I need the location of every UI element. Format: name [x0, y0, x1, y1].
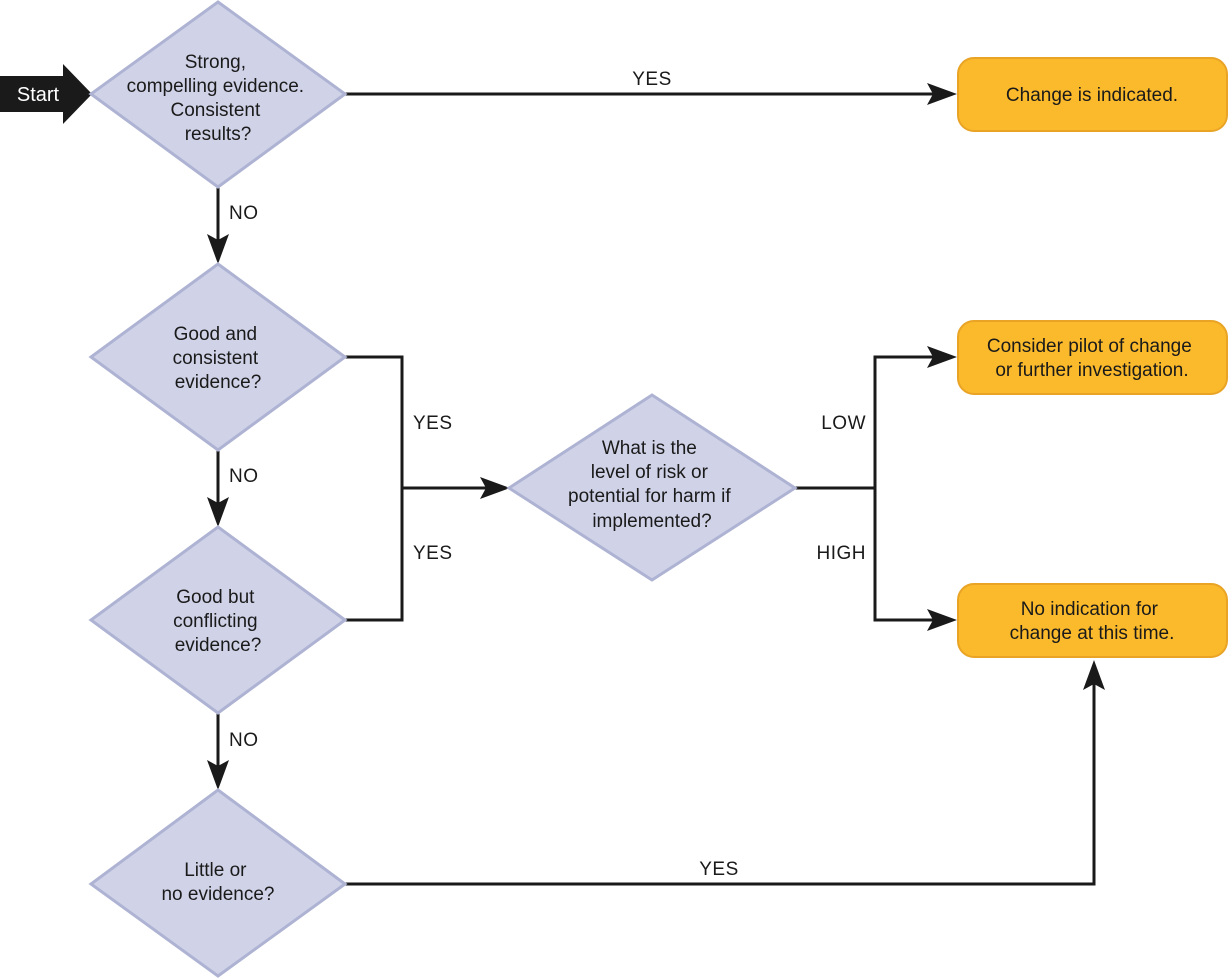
outcome-label: No indication for change at this time.: [1010, 599, 1175, 644]
decision-good-conflicting: Good but conflicting evidence?: [88, 525, 348, 715]
outcome-change-indicated: Change is indicated.: [957, 57, 1228, 132]
arrowhead-no-change-up: [1083, 660, 1105, 690]
arrowhead-good-conflicting: [207, 497, 229, 527]
arrowhead-no-change: [927, 609, 957, 631]
connector-good-to-risk-bracket: [345, 355, 404, 622]
label-line: evidence?: [175, 635, 262, 656]
label-line: potential for harm if: [568, 486, 731, 507]
label-line: Strong,: [185, 52, 246, 73]
label-line: Consistent: [170, 100, 260, 121]
connector-little-to-no-change: [345, 682, 1096, 886]
outcome-box: [957, 583, 1228, 658]
start-marker: Start: [0, 64, 92, 124]
edge-label-good-conflicting-yes: YES: [413, 543, 453, 564]
decision-label: Little or no evidence?: [161, 860, 274, 905]
outcome-box: [957, 57, 1228, 132]
label-line: level of risk or: [591, 462, 709, 483]
arrowhead-little: [207, 760, 229, 790]
label-line: evidence?: [175, 372, 262, 393]
label-line: or further investigation.: [995, 360, 1188, 381]
decision-label: What is the level of risk or potential f…: [568, 438, 736, 532]
start-label: Start: [17, 84, 60, 106]
arrowhead-risk: [480, 477, 510, 499]
connectors: [207, 83, 1105, 886]
label-line: No indication for: [1021, 599, 1159, 620]
label-line: change at this time.: [1010, 623, 1175, 644]
outcome-label: Consider pilot of change or further inve…: [987, 336, 1197, 381]
outcome-label: Change is indicated.: [1006, 85, 1178, 106]
decision-little-evidence: Little or no evidence?: [88, 788, 348, 978]
label-line: no evidence?: [161, 884, 274, 905]
outcome-no-indication: No indication for change at this time.: [957, 583, 1228, 658]
edge-label-risk-low: LOW: [821, 413, 866, 434]
label-line: Little or: [184, 860, 247, 881]
arrowhead-pilot: [927, 346, 957, 368]
diamond-shape: [88, 0, 348, 189]
edge-label-risk-high: HIGH: [817, 543, 867, 564]
decision-strong-evidence: Strong, compelling evidence. Consistent …: [88, 0, 348, 189]
arrowhead-good-consistent: [207, 234, 229, 264]
label-line: compelling evidence.: [127, 76, 304, 97]
label-line: consistent: [173, 348, 259, 369]
edge-label-good-consistent-yes: YES: [413, 413, 453, 434]
decision-good-consistent: Good and consistent evidence?: [88, 262, 348, 452]
label-line: Change is indicated.: [1006, 85, 1178, 106]
label-line: conflicting: [173, 611, 258, 632]
label-line: implemented?: [592, 511, 711, 532]
edge-label-good-conflicting-no: NO: [229, 730, 259, 751]
label-line: results?: [185, 124, 252, 145]
label-line: What is the: [602, 438, 697, 459]
edge-label-good-consistent-no: NO: [229, 466, 259, 487]
edge-label-strong-yes: YES: [632, 69, 672, 90]
decision-label: Good and consistent evidence?: [173, 324, 264, 393]
diamond-shape: [88, 525, 348, 715]
outcome-consider-pilot: Consider pilot of change or further inve…: [957, 320, 1228, 395]
label-line: Good but: [176, 587, 255, 608]
start-arrow-shape: [0, 64, 92, 124]
arrowhead-change: [927, 83, 957, 105]
outcome-box: [957, 320, 1228, 395]
connector-risk-branch: [873, 355, 935, 622]
edge-labels: YES NO YES NO YES NO YES LOW HIGH: [229, 69, 866, 880]
decision-label: Good but conflicting evidence?: [173, 587, 263, 656]
edge-label-little-yes: YES: [699, 859, 739, 880]
label-line: Consider pilot of change: [987, 336, 1192, 357]
diamond-shape: [88, 262, 348, 452]
edge-label-strong-no: NO: [229, 203, 259, 224]
label-line: Good and: [174, 324, 257, 345]
diamond-shape: [88, 788, 348, 978]
decision-risk-level: What is the level of risk or potential f…: [506, 393, 798, 582]
decision-label: Strong, compelling evidence. Consistent …: [127, 52, 310, 145]
diamond-shape: [506, 393, 798, 582]
